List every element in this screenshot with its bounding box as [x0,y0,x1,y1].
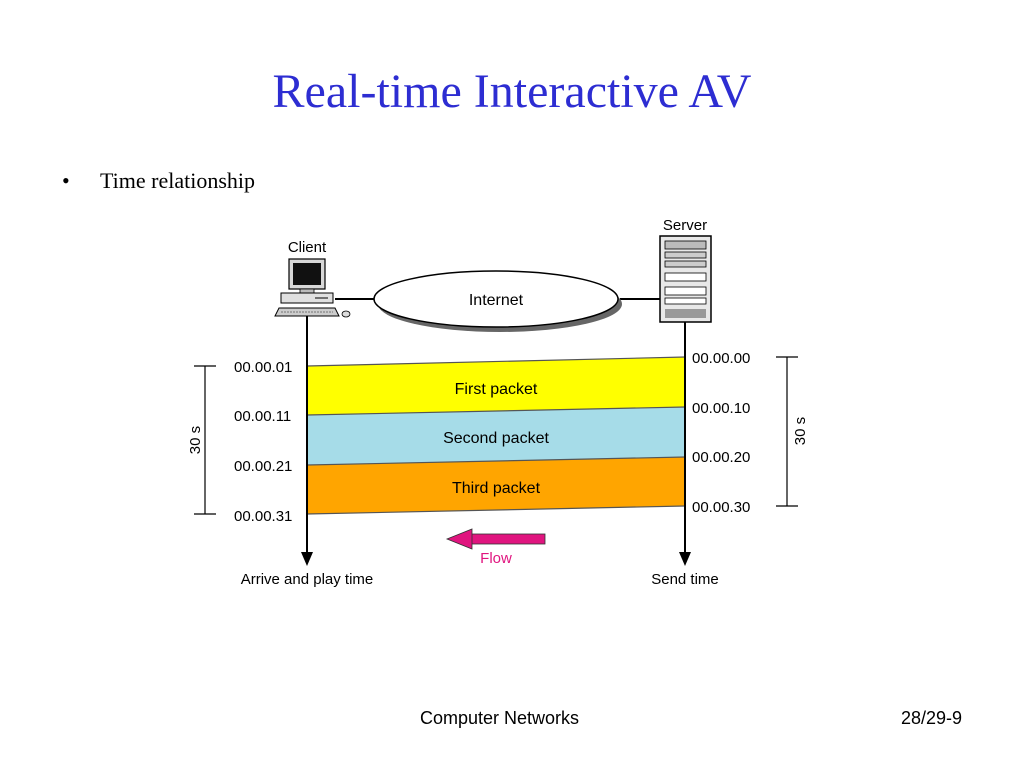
first-packet-band [307,357,685,415]
right-axis-label: Send time [651,571,719,588]
third-packet-band [307,457,685,514]
send-time-2: 00.00.10 [692,400,750,417]
packet-borders [306,356,686,515]
client-computer-icon [274,258,351,318]
flow-label: Flow [480,550,512,567]
left-time-axis [301,312,313,566]
send-time-3: 00.00.20 [692,449,750,466]
slide-title: Real-time Interactive AV [272,65,752,118]
footer-page-number: 28/29-9 [900,708,962,728]
second-packet-band [307,407,685,465]
left-axis-label: Arrive and play time [241,571,374,588]
arrive-time-4: 00.00.31 [234,508,292,525]
left-span-bracket [194,365,216,515]
server-tower-icon [659,235,712,323]
internet-cloud-icon [373,270,622,332]
packet-label-third: Third packet [452,480,541,497]
packet-label-first: First packet [455,381,538,398]
server-label: Server [663,217,707,234]
client-label: Client [288,239,327,256]
packet-label-second: Second packet [443,430,549,447]
bullet-dot-icon: • [62,168,70,193]
footer-course: Computer Networks [420,708,580,728]
arrive-time-3: 00.00.21 [234,458,292,475]
arrive-time-2: 00.00.11 [234,408,291,425]
left-span-label: 30 s [187,426,204,454]
right-time-axis [679,322,691,566]
right-span-bracket [776,356,798,507]
send-time-4: 00.00.30 [692,499,750,516]
flow-arrow-icon [445,528,546,550]
send-time-1: 00.00.00 [692,350,750,367]
bullet-text: Time relationship [100,168,256,193]
right-span-label: 30 s [792,417,809,445]
internet-label: Internet [469,292,524,309]
arrive-time-1: 00.00.01 [234,359,292,376]
